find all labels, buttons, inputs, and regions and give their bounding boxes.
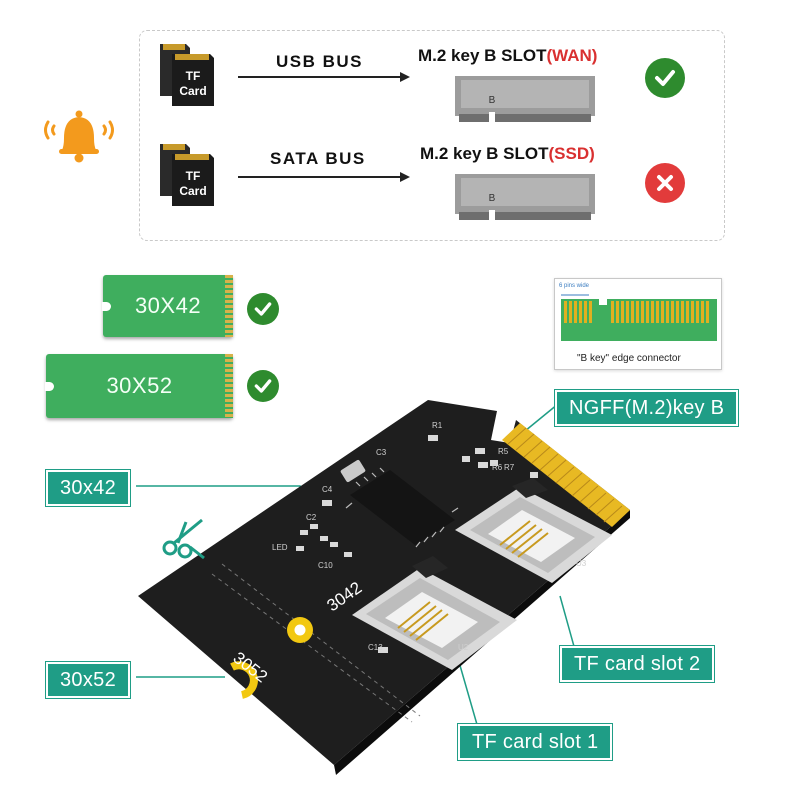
slot-title-highlight: (SSD) [548,144,595,163]
size-card-3052: 30X52 [45,354,233,418]
check-icon [645,58,685,98]
callout-tf-slot-2: TF card slot 2 [560,646,715,682]
silk-label: R5 [498,447,509,456]
tf-card-line2: Card [179,184,206,198]
slot-title-prefix: M.2 key B SLOT [418,46,547,65]
bus-label: USB BUS [276,52,364,71]
m2-slot-icon: B [455,76,595,124]
silk-label: U2 [458,643,469,652]
silk-label: C3 [376,448,387,457]
tf-slot-1 [352,556,517,670]
silk-label: C4 [322,485,333,494]
silk-label: C13 [368,643,383,652]
check-icon [247,370,279,402]
bkey-inset: 6 pins wide "B key" edge connector [554,278,722,370]
callout-30x52: 30x52 [46,662,130,698]
mount-hole-3052 [230,661,258,699]
scissors-icon [162,518,205,560]
silk-label: LED [272,543,288,552]
silk-label: R1 [432,421,443,430]
gold-fingers [225,354,233,418]
callout-tf-slot-1: TF card slot 1 [458,724,613,760]
tf-card-icon: TF Card [158,40,218,110]
slot-title: M.2 key B SLOT(SSD) [420,144,595,164]
m2-slot-icon: B [455,174,595,222]
size-card-label: 30X42 [134,293,202,318]
gold-fingers [225,275,233,337]
smd-components [296,435,538,653]
bkey-caption: "B key" edge connector [577,353,681,364]
controller-chip [345,467,459,548]
slot-pin-letter: B [489,193,496,204]
pcb-board [138,400,630,765]
silk-label: U3 [576,559,587,568]
arrow-right-icon [238,172,410,182]
slot-title-highlight: (WAN) [546,46,598,65]
tf-slot-2 [455,478,612,583]
tf-card-line1: TF [186,69,201,83]
size-card-label: 30X52 [106,373,173,398]
callout-30x42: 30x42 [46,470,130,506]
tf-card-line1: TF [186,169,201,183]
silk-label: C2 [306,513,317,522]
card-notch [102,302,111,311]
bell-icon [44,110,114,163]
silk-label: C10 [318,561,333,570]
callout-ngff: NGFF(M.2)key B [555,390,739,426]
card-notch [45,382,54,391]
slot-pin-letter: B [489,95,496,106]
slot-pins [459,114,591,122]
slot-title: M.2 key B SLOT(WAN) [418,46,597,66]
gold-fingers [502,423,630,527]
bus-label: SATA BUS [270,149,366,168]
arrow-right-icon [238,72,410,82]
compatibility-panel [139,30,725,241]
size-card-3042: 30X42 [102,275,233,337]
slot-title-prefix: M.2 key B SLOT [420,144,549,163]
edge-connector-graphic [561,294,717,341]
check-icon [247,293,279,325]
cut-lines [211,563,421,723]
silk-label: R6 [492,463,503,472]
tf-card-line2: Card [179,84,206,98]
x-icon [645,163,685,203]
pins-label: 6 pins wide [559,283,590,289]
tf-card-icon: TF Card [158,140,218,210]
silk-label: R7 [504,463,515,472]
crystal [340,459,366,483]
